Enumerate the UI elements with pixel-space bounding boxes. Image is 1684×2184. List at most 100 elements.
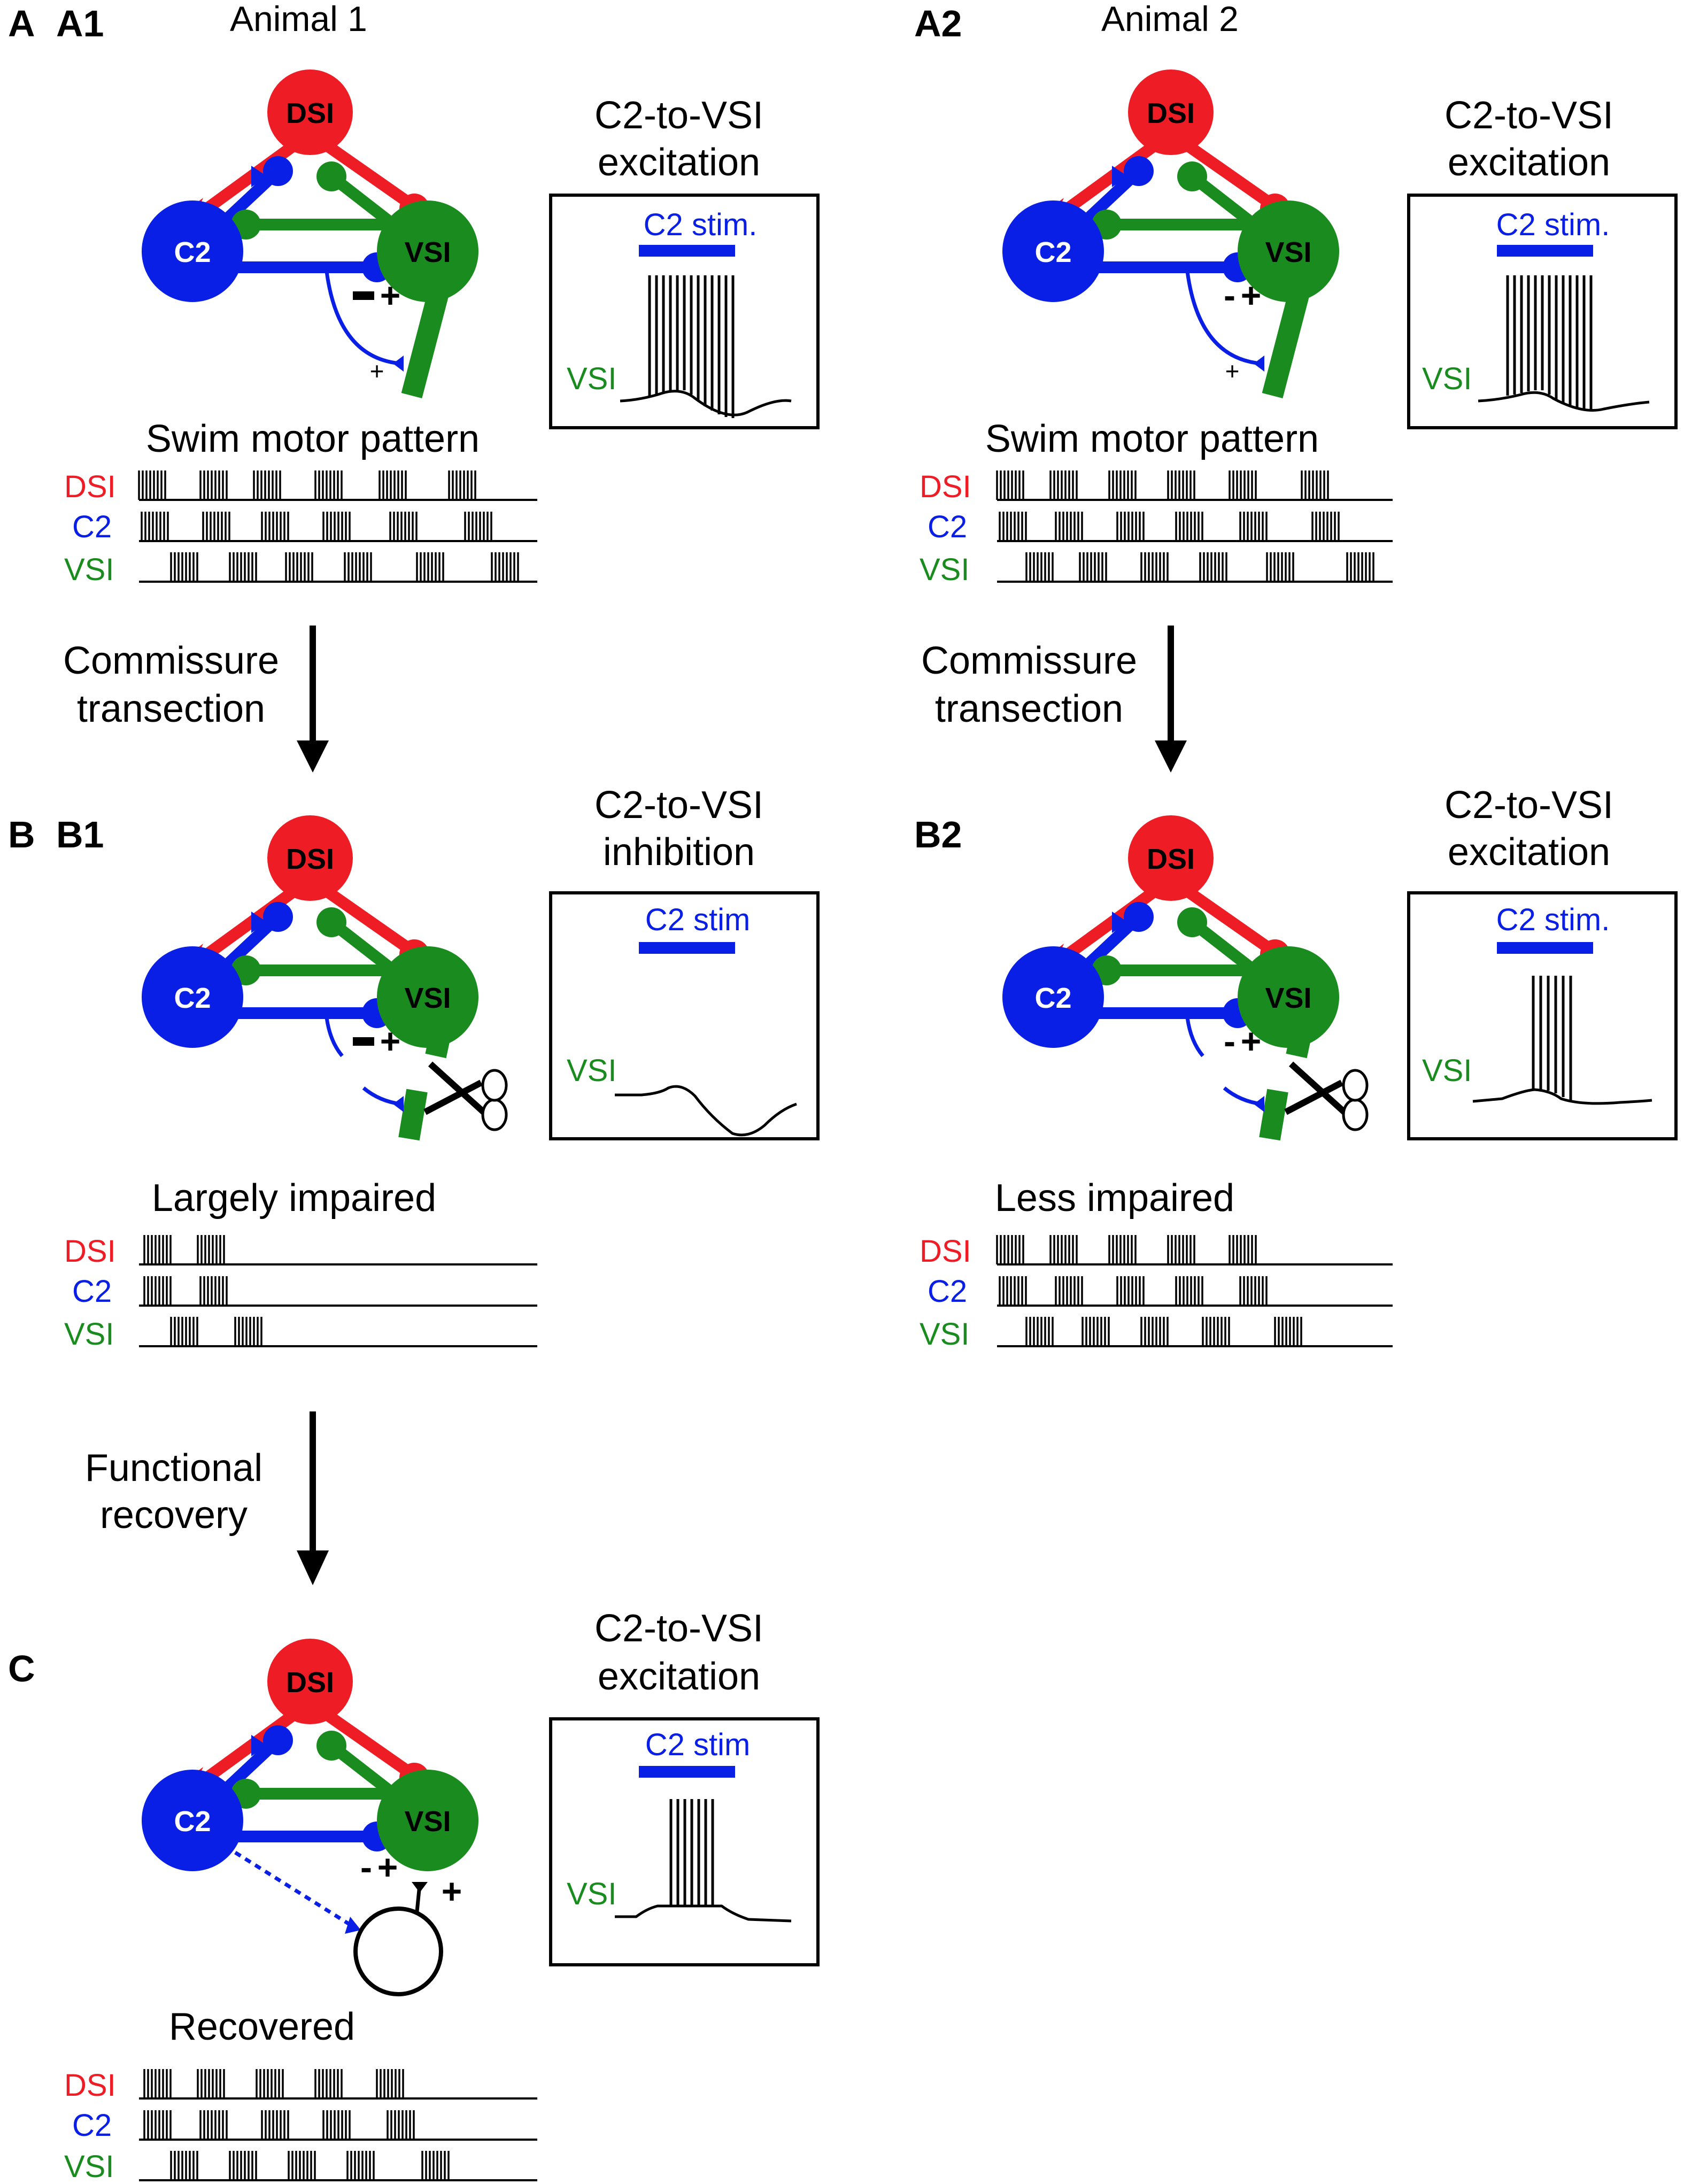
trace-label: VSI	[1422, 361, 1472, 396]
c2-burst	[141, 512, 169, 541]
inset-b2: C2 stim. VSI	[1407, 891, 1678, 1140]
pattern-b1-title: Largely impaired	[152, 1177, 436, 1220]
c2-burst	[143, 2110, 172, 2140]
vsi-label: VSI	[1265, 982, 1311, 1014]
animal-2-title: Animal 2	[1101, 0, 1239, 38]
stim-bar	[1497, 245, 1593, 257]
dsi-burst	[448, 470, 476, 500]
inset-b2-title-2: excitation	[1448, 831, 1610, 874]
dsi-burst	[138, 470, 166, 500]
c2-burst	[999, 512, 1027, 541]
inset-c-title-2: excitation	[598, 1655, 760, 1698]
plus-sign: +	[377, 1847, 398, 1887]
panel-label-b2: B2	[914, 814, 962, 855]
raster-b1: DSI C2 VSI	[64, 1234, 537, 1352]
minus-sign: -	[1224, 1021, 1235, 1061]
inset-b1-title-2: inhibition	[603, 831, 755, 874]
raster-vsi-label: VSI	[64, 1317, 114, 1352]
vsi-burst	[229, 552, 257, 582]
plus-sign: +	[1241, 275, 1262, 315]
dsi-burst	[996, 1235, 1024, 1264]
minus-sign	[353, 1037, 374, 1046]
raster-a1: DSI C2 VSI	[64, 469, 537, 587]
trace-label: VSI	[1422, 1053, 1472, 1088]
dsi-neuron	[267, 70, 353, 155]
vsi-burst	[416, 552, 444, 582]
vsi-burst	[1140, 552, 1169, 582]
panel-label-a2: A2	[914, 3, 962, 44]
vsi-burst	[1274, 1317, 1302, 1346]
c2-burst	[464, 512, 492, 541]
inset-a2: C2 stim. VSI	[1407, 194, 1678, 429]
trace-label: VSI	[567, 1877, 617, 1911]
vsi-burst	[285, 552, 313, 582]
c2-burst	[322, 2110, 351, 2140]
c2-burst	[1239, 512, 1268, 541]
inset-a1-title-1: C2-to-VSI	[594, 94, 763, 137]
plus-sign-small: +	[370, 357, 384, 385]
dsi-burst	[1108, 1235, 1137, 1264]
dsi-burst	[1108, 470, 1137, 500]
inset-a2-title-1: C2-to-VSI	[1444, 94, 1613, 137]
raster-c2-label: C2	[928, 1274, 967, 1309]
c2-burst	[999, 1276, 1027, 1306]
stim-label: C2 stim.	[644, 207, 758, 242]
circuit-c: C2 VSI DSI - + +	[142, 1639, 478, 1996]
inset-b1: C2 stim VSI	[549, 891, 820, 1140]
c2-burst	[199, 1276, 228, 1306]
circuit-a2: C2 VSI DSI - + +	[1002, 70, 1339, 399]
vsi-burst	[1266, 552, 1294, 582]
circuit-b1: C2 VSI DSI +	[142, 815, 508, 1141]
vsi-burst	[1346, 552, 1374, 582]
inset-b1-title-1: C2-to-VSI	[594, 784, 763, 827]
c2-label: C2	[1034, 982, 1071, 1014]
dsi-burst	[1229, 1235, 1257, 1264]
c2-burst	[261, 512, 289, 541]
dsi-label: DSI	[1147, 843, 1195, 875]
c2-burst	[1239, 1276, 1268, 1306]
stim-label: C2 stim	[645, 902, 751, 937]
arrow-2-line-2: transection	[935, 688, 1123, 730]
vsi-burst	[1199, 552, 1227, 582]
vsi-burst	[170, 1317, 198, 1346]
vsi-neuron	[377, 200, 478, 302]
spike-train	[669, 1799, 714, 1906]
raster-vsi-label: VSI	[64, 552, 114, 587]
dsi-label: DSI	[286, 97, 334, 129]
c2-label: C2	[174, 236, 211, 268]
pattern-a1-title: Swim motor pattern	[146, 418, 480, 460]
stim-label: C2 stim.	[1496, 902, 1610, 937]
spike-train	[1532, 976, 1572, 1100]
vsi-burst	[491, 552, 519, 582]
c2-label: C2	[174, 982, 211, 1014]
dsi-burst	[143, 1235, 172, 1264]
plus-sign-interneuron: +	[442, 1871, 462, 1911]
raster-dsi-label: DSI	[64, 1234, 116, 1269]
minus-sign: -	[360, 1847, 372, 1887]
dsi-burst	[256, 2069, 284, 2098]
vsi-burst	[170, 552, 198, 582]
raster-dsi-label: DSI	[64, 469, 116, 504]
dsi-burst	[376, 2069, 404, 2098]
raster-vsi-label: VSI	[64, 2149, 114, 2184]
plus-sign: +	[1241, 1021, 1262, 1061]
panel-label-c: C	[8, 1648, 35, 1689]
inset-a1-title-2: excitation	[598, 141, 760, 184]
panel-label-b: B	[8, 814, 35, 855]
panel-label-a1: A1	[56, 3, 104, 44]
c2-burst	[1116, 1276, 1145, 1306]
minus-sign	[353, 291, 374, 300]
vsi-label: VSI	[404, 1805, 451, 1838]
vsi-burst	[1202, 1317, 1230, 1346]
inset-a1: C2 stim. VSI	[549, 194, 820, 429]
circuit-b2: C2 VSI DSI - +	[1002, 815, 1369, 1141]
dsi-burst	[197, 1235, 225, 1264]
vsi-burst	[1025, 1317, 1054, 1346]
dsi-burst	[314, 470, 343, 500]
dsi-burst	[314, 2069, 343, 2098]
raster-c2-label: C2	[72, 2108, 112, 2143]
stim-bar	[639, 942, 735, 954]
plus-sign-small: +	[1225, 357, 1240, 385]
c2-burst	[202, 512, 230, 541]
